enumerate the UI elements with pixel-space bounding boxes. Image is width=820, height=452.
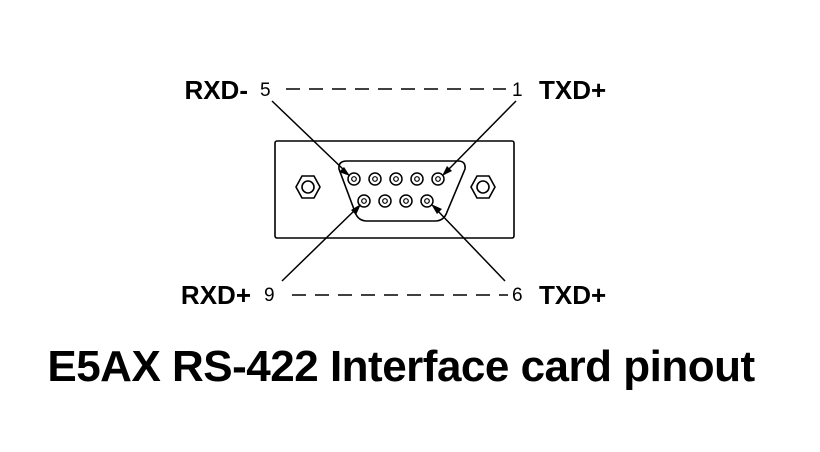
pin-4 (368, 172, 382, 186)
pin-number-6: 6 (512, 285, 523, 306)
mounting-nut-left (295, 175, 321, 199)
signal-label-pin5: RXD- (184, 75, 248, 105)
pin-2 (410, 172, 424, 186)
pin-number-5: 5 (260, 80, 271, 101)
leader-arrow-pin6 (431, 204, 506, 282)
pin-8 (378, 194, 392, 208)
pin-6 (420, 194, 434, 208)
leader-arrow-pin9 (281, 204, 361, 282)
pin-7 (399, 194, 413, 208)
pin-3 (389, 172, 403, 186)
pin-number-1: 1 (512, 80, 523, 101)
leader-arrow-pin1 (442, 100, 517, 176)
pin-9 (357, 194, 371, 208)
pin-number-9: 9 (264, 285, 275, 306)
pin-5 (347, 172, 361, 186)
mounting-nut-right (470, 175, 496, 199)
signal-label-pin6: TXD+ (539, 280, 606, 310)
leader-arrow-pin5 (271, 100, 350, 176)
signal-label-pin1: TXD+ (539, 75, 606, 105)
diagram-caption: E5AX RS-422 Interface card pinout (47, 342, 755, 391)
pin-1 (431, 172, 445, 186)
signal-label-pin9: RXD+ (181, 280, 251, 310)
